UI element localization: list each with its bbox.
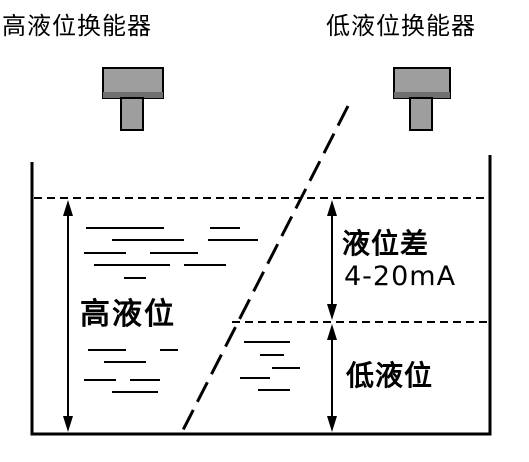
low-level-arrow <box>327 324 337 432</box>
low-level-transducer-icon <box>393 67 451 131</box>
water-ripples-right <box>240 341 300 391</box>
level-difference-arrow <box>327 200 337 320</box>
level-difference-label: 液位差 <box>342 227 430 260</box>
high-level-arrow <box>63 200 73 432</box>
high-level-transducer-icon <box>102 67 164 131</box>
high-transducer-label: 高液位换能器 <box>2 12 152 40</box>
cutaway-line <box>178 105 350 437</box>
high-level-label: 高液位 <box>80 297 176 332</box>
low-level-label: 低液位 <box>346 359 434 392</box>
signal-range-label: 4-20mA <box>344 261 457 292</box>
water-ripples-left <box>84 227 258 393</box>
low-transducer-label: 低液位换能器 <box>326 12 476 40</box>
tank-wall <box>30 155 492 436</box>
